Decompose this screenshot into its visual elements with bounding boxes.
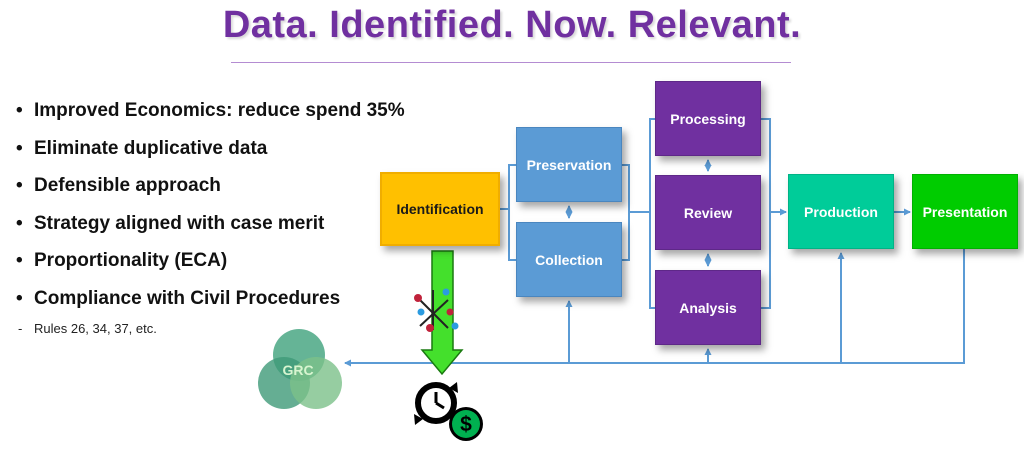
collection-box: Collection	[516, 222, 622, 297]
stage-label: Processing	[670, 110, 746, 127]
stage-label: Review	[683, 204, 733, 221]
bullet-item: • Compliance with Civil Procedures	[16, 284, 405, 322]
grc-venn-icon	[258, 329, 342, 409]
bullet-text: Compliance with Civil Procedures	[34, 287, 341, 309]
bullet-item: • Strategy aligned with case merit	[16, 209, 405, 247]
review-box: Review	[655, 175, 761, 250]
bullet-glyph: •	[16, 100, 23, 121]
bracket-right-blue	[622, 164, 630, 261]
bullet-text: Improved Economics: reduce spend 35%	[34, 100, 405, 121]
bullet-glyph: •	[16, 137, 23, 159]
stage-label: Presentation	[922, 203, 1008, 220]
network-nodes-icon	[414, 288, 459, 332]
benefit-list: • Improved Economics: reduce spend 35% • E…	[16, 96, 405, 321]
identification-box: Identification	[380, 172, 500, 246]
stage-label: Collection	[535, 251, 603, 268]
processing-box: Processing	[655, 81, 761, 156]
presentation-box: Presentation	[912, 174, 1018, 249]
bracket-right-purple	[761, 118, 771, 309]
sub-bullet: -Rules 26, 34, 37, etc.	[18, 321, 157, 336]
bracket-left-purple	[649, 118, 655, 309]
bullet-text: Defensible approach	[34, 175, 221, 196]
bullet-text: Eliminate duplicative data	[34, 137, 268, 159]
bullet-glyph: •	[16, 175, 23, 196]
bullet-text: Proportionality (ECA)	[34, 250, 228, 271]
bullet-glyph: •	[16, 212, 23, 234]
bullet-item: • Improved Economics: reduce spend 35%	[16, 96, 405, 134]
stage-label: Production	[804, 203, 878, 220]
stage-label: Analysis	[679, 299, 737, 316]
preservation-box: Preservation	[516, 127, 622, 202]
analysis-box: Analysis	[655, 270, 761, 345]
page-title: Data. Identified. Now. Relevant.	[222, 4, 802, 46]
svg-text:$: $	[460, 413, 472, 436]
time-money-icon: $	[414, 382, 483, 441]
stage-label: Identification	[396, 201, 484, 217]
bullet-item: • Eliminate duplicative data	[16, 134, 405, 172]
bullet-item: • Defensible approach	[16, 171, 405, 209]
bullet-text: Strategy aligned with case merit	[34, 212, 325, 234]
bullet-glyph: •	[16, 287, 23, 309]
bullet-item: • Proportionality (ECA)	[16, 246, 405, 284]
bullet-glyph: •	[16, 250, 23, 271]
feedback-line	[344, 249, 965, 367]
production-box: Production	[788, 174, 894, 249]
grc-label: GRC	[282, 362, 314, 378]
green-down-arrow-icon	[420, 250, 464, 376]
bracket-left-blue	[508, 164, 516, 261]
sub-bullet-text: Rules 26, 34, 37, etc.	[34, 321, 157, 336]
stage-label: Preservation	[526, 156, 612, 173]
title-divider	[231, 62, 791, 63]
sub-dash: -	[18, 321, 23, 336]
